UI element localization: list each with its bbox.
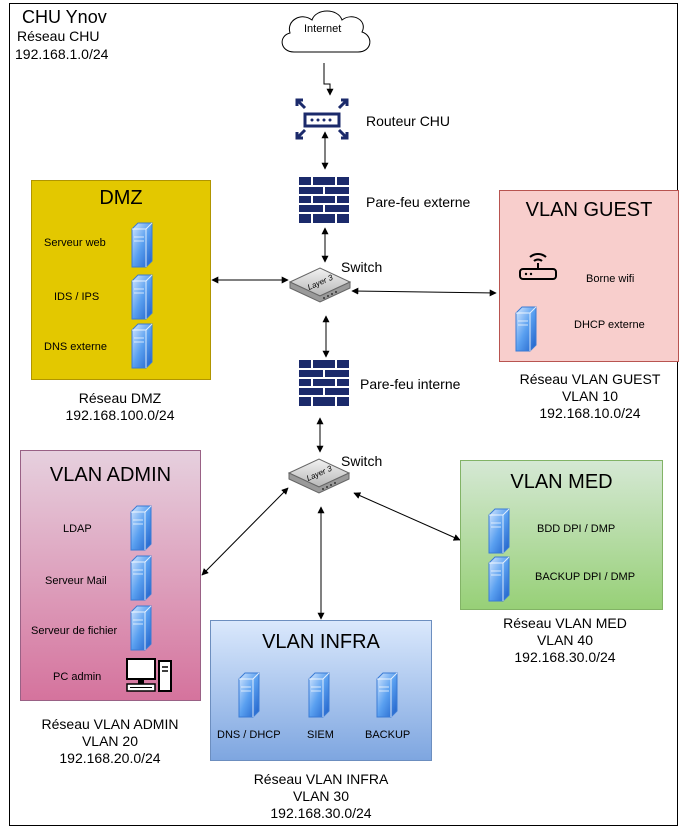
dmz-item-label: DNS externe — [44, 341, 107, 353]
server-icon — [130, 605, 152, 651]
zone-admin: VLAN ADMIN LDAP Serveur Mail Serveur de … — [20, 450, 201, 701]
server-icon — [376, 672, 398, 718]
server-icon — [308, 672, 330, 718]
med-network-name: Réseau VLAN MED — [503, 615, 627, 631]
guest-network-subnet: 192.168.10.0/24 — [539, 405, 641, 421]
network-subnet: 192.168.1.0/24 — [15, 46, 109, 62]
infra-network-name: Réseau VLAN INFRA — [253, 771, 389, 787]
zone-med: VLAN MED BDD DPI / DMP BACKUP DPI / DMP — [460, 460, 663, 610]
internet-cloud-icon — [281, 10, 371, 53]
zone-med-title: VLAN MED — [510, 471, 613, 493]
admin-item-label: Serveur Mail — [45, 575, 107, 587]
server-icon — [130, 555, 152, 601]
admin-item-label: LDAP — [63, 523, 92, 535]
server-icon — [238, 672, 260, 718]
med-item-label: BDD DPI / DMP — [537, 523, 616, 535]
infra-item-label: DNS / DHCP — [217, 729, 281, 741]
med-network-vlan: VLAN 40 — [536, 632, 594, 648]
admin-network-info: Réseau VLAN ADMIN VLAN 20 192.168.20.0/2… — [25, 716, 195, 767]
zone-guest: VLAN GUEST Borne wifi DHCP externe — [499, 190, 679, 362]
network-name: Réseau CHU — [17, 28, 100, 44]
dmz-item-label: Serveur web — [44, 237, 106, 249]
admin-network-subnet: 192.168.20.0/24 — [59, 750, 161, 766]
guest-item-label: Borne wifi — [586, 273, 635, 285]
zone-admin-title: VLAN ADMIN — [49, 464, 172, 486]
admin-network-vlan: VLAN 20 — [81, 733, 139, 749]
switch-bottom-icon: Layer 3 — [288, 458, 350, 494]
server-icon — [488, 508, 510, 554]
server-icon — [515, 306, 537, 352]
admin-item-label: PC admin — [53, 671, 102, 683]
med-item-label: BACKUP DPI / DMP — [535, 571, 636, 583]
firewall-external-label: Pare-feu externe — [366, 194, 471, 210]
internet-label: Internet — [304, 23, 342, 35]
server-icon — [130, 505, 152, 551]
infra-item-label: BACKUP — [365, 729, 411, 741]
router-label: Routeur CHU — [366, 113, 451, 129]
guest-network-name: Réseau VLAN GUEST — [519, 371, 661, 387]
zone-dmz: DMZ Serveur web IDS / IPS DNS externe — [31, 180, 211, 380]
firewall-internal-icon — [298, 359, 350, 407]
server-icon — [131, 274, 153, 320]
desktop-pc-icon — [126, 658, 172, 692]
server-icon — [131, 222, 153, 268]
zone-infra-title: VLAN INFRA — [262, 631, 380, 653]
med-network-subnet: 192.168.30.0/24 — [514, 649, 616, 665]
infra-network-info: Réseau VLAN INFRA VLAN 30 192.168.30.0/2… — [246, 771, 396, 822]
dmz-network-name: Réseau DMZ — [78, 390, 162, 406]
admin-item-label: Serveur de fichier — [31, 625, 118, 637]
dmz-network-info: Réseau DMZ 192.168.100.0/24 — [40, 390, 200, 424]
dmz-item-label: IDS / IPS — [54, 291, 100, 303]
med-network-info: Réseau VLAN MED VLAN 40 192.168.30.0/24 — [490, 615, 640, 666]
zone-infra: VLAN INFRA DNS / DHCP SIEM BACKUP — [210, 620, 432, 761]
firewall-internal-label: Pare-feu interne — [360, 376, 461, 392]
server-icon — [131, 323, 153, 369]
guest-network-info: Réseau VLAN GUEST VLAN 10 192.168.10.0/2… — [505, 371, 675, 422]
admin-network-name: Réseau VLAN ADMIN — [41, 716, 179, 732]
switch-bottom-label: Switch — [341, 453, 383, 469]
switch-top-icon: Layer 3 — [289, 267, 351, 303]
diagram-title: CHU Ynov — [22, 7, 107, 27]
infra-item-label: SIEM — [307, 729, 334, 741]
server-icon — [488, 556, 510, 602]
switch-top-label: Switch — [341, 259, 383, 275]
diagram-frame — [9, 3, 678, 826]
guest-item-label: DHCP externe — [574, 319, 645, 331]
infra-network-vlan: VLAN 30 — [292, 788, 350, 804]
zone-dmz-title: DMZ — [99, 187, 143, 209]
infra-network-subnet: 192.168.30.0/24 — [270, 805, 372, 821]
dmz-network-subnet: 192.168.100.0/24 — [65, 407, 175, 423]
guest-network-vlan: VLAN 10 — [561, 388, 619, 404]
zone-guest-title: VLAN GUEST — [525, 199, 653, 221]
firewall-external-icon — [298, 176, 350, 224]
wifi-router-icon — [519, 253, 557, 280]
router-icon — [295, 98, 349, 140]
